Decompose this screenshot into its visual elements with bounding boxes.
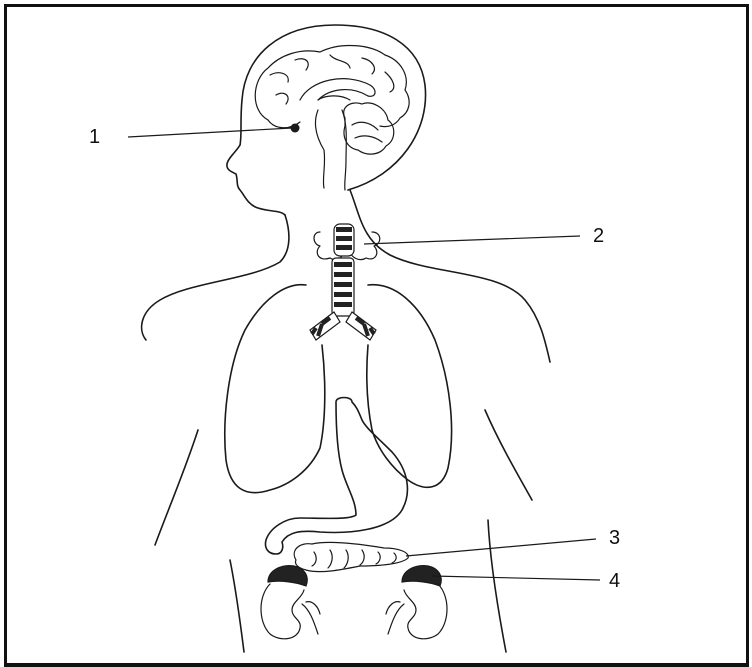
left-lung [225,285,325,493]
stomach [265,398,407,555]
label-3: 3 [609,528,620,548]
leader-line-4 [432,576,600,580]
kidneys-adrenals [261,566,447,639]
brain [255,46,409,190]
label-4: 4 [609,571,620,591]
pancreas [294,542,408,571]
body-outline [142,25,550,652]
label-1: 1 [89,127,100,147]
left-kidney [261,584,304,639]
trachea [310,224,376,340]
label-2: 2 [593,226,604,246]
leader-line-3 [406,539,596,556]
thyroid-trachea [310,224,380,340]
leader-line-1 [128,128,292,137]
right-kidney [404,584,447,639]
leader-line-2 [364,236,580,244]
right-lung [367,285,452,488]
left-adrenal-gland [268,566,307,586]
